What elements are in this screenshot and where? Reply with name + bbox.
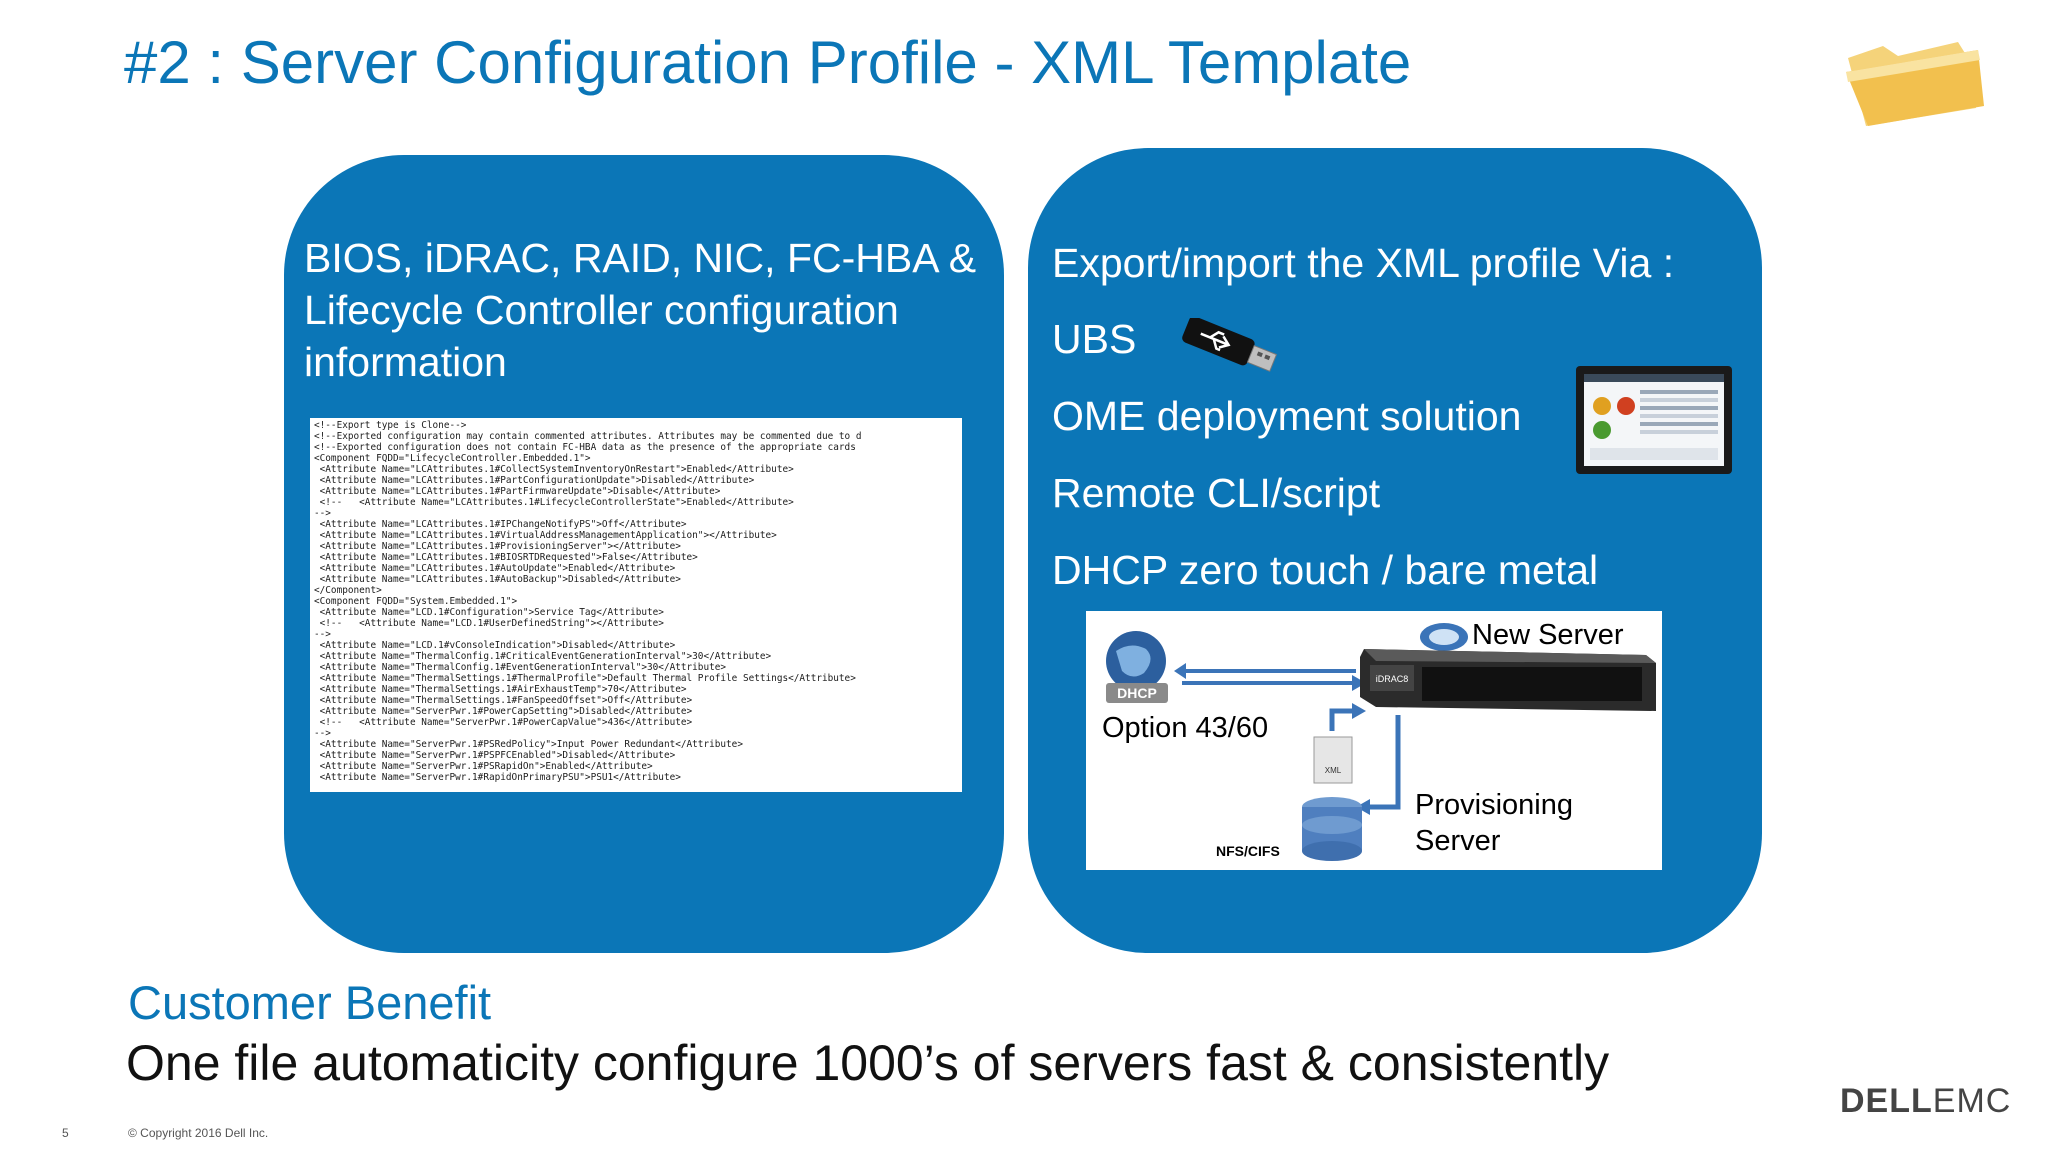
xml-line: --> <box>314 728 331 739</box>
xml-line: <Attribute Name="LCAttributes.1#AutoBack… <box>314 574 681 585</box>
xml-line: <!-- <Attribute Name="LCAttributes.1#Lif… <box>314 497 794 508</box>
dhcp-globe-icon <box>1106 631 1168 703</box>
logo-emc: EMC <box>1932 1082 2012 1120</box>
page-number: 5 <box>62 1126 69 1140</box>
xml-file-icon <box>1313 736 1353 784</box>
export-import-heading: Export/import the XML profile Via : <box>1052 240 1675 286</box>
option-dhcp: DHCP zero touch / bare metal <box>1052 547 1599 593</box>
cloud-icon <box>1420 623 1468 651</box>
xml-line: <Attribute Name="LCAttributes.1#BIOSRTDR… <box>314 552 698 563</box>
xml-line: <Attribute Name="LCD.1#Configuration">Se… <box>314 607 664 618</box>
new-server-label: New Server <box>1472 619 1624 651</box>
xml-line: <Attribute Name="LCAttributes.1#IPChange… <box>314 519 687 530</box>
xml-line: --> <box>314 508 331 519</box>
xml-file-label: XML <box>1325 766 1342 775</box>
xml-line: <Attribute Name="ServerPwr.1#PSRedPolicy… <box>314 739 743 750</box>
xml-line: <Attribute Name="LCAttributes.1#Provisio… <box>314 541 681 552</box>
xml-line: --> <box>314 629 331 640</box>
logo-dell: DELL <box>1840 1082 1933 1120</box>
xml-line: <Attribute Name="ServerPwr.1#PSPFCEnable… <box>314 750 676 761</box>
xml-line: <Component FQDD="LifecycleController.Emb… <box>314 453 591 464</box>
option-ome: OME deployment solution <box>1052 393 1522 439</box>
xml-line: <Attribute Name="LCAttributes.1#PartConf… <box>314 475 755 486</box>
dell-emc-logo: DELLEMC <box>1840 1082 2011 1121</box>
dhcp-provisioning-diagram: DHCP iDRAC8 XML New Server O <box>1086 611 1662 870</box>
xml-line: <Attribute Name="ThermalConfig.1#Critica… <box>314 651 772 662</box>
xml-line: <Attribute Name="ServerPwr.1#RapidOnPrim… <box>314 772 681 783</box>
xml-line: <Attribute Name="LCAttributes.1#AutoUpda… <box>314 563 676 574</box>
xml-line: <Attribute Name="LCAttributes.1#PartFirm… <box>314 486 721 497</box>
tablet-icon <box>1576 366 1732 474</box>
xml-line: <Component FQDD="System.Embedded.1"> <box>314 596 518 607</box>
copyright: © Copyright 2016 Dell Inc. <box>128 1126 269 1140</box>
xml-line: </Component> <box>314 585 382 596</box>
idrac-label: iDRAC8 <box>1376 674 1409 684</box>
xml-line: <Attribute Name="ThermalConfig.1#EventGe… <box>314 662 727 673</box>
left-panel-heading: BIOS, iDRAC, RAID, NIC, FC-HBA & Lifecyc… <box>304 235 977 385</box>
xml-line: <!--Exported configuration may contain c… <box>314 431 862 442</box>
xml-line: <Attribute Name="ServerPwr.1#PSRapidOn">… <box>314 761 653 772</box>
xml-line: <Attribute Name="LCAttributes.1#CollectS… <box>314 464 794 475</box>
xml-line: <!-- <Attribute Name="ServerPwr.1#PowerC… <box>314 717 693 728</box>
option-remote-cli: Remote CLI/script <box>1052 470 1381 516</box>
xml-line: <!-- <Attribute Name="LCD.1#UserDefinedS… <box>314 618 664 629</box>
xml-line: <!--Exported configuration does not cont… <box>314 442 856 453</box>
xml-line: <!--Export type is Clone--> <box>314 420 467 431</box>
usb-drive-icon <box>1182 318 1278 372</box>
provisioning-server-label: Provisioning Server <box>1415 789 1573 857</box>
customer-benefit-text: One file automaticity configure 1000’s o… <box>126 1035 1610 1091</box>
xml-line: <Attribute Name="LCD.1#vConsoleIndicatio… <box>314 640 676 651</box>
dhcp-badge-label: DHCP <box>1117 685 1157 701</box>
nfs-cifs-label: NFS/CIFS <box>1216 843 1280 859</box>
option-usb: UBS <box>1052 316 1137 362</box>
database-icon <box>1302 797 1362 861</box>
xml-line: <Attribute Name="ThermalSettings.1#FanSp… <box>314 695 693 706</box>
xml-line: <Attribute Name="ThermalSettings.1#AirEx… <box>314 684 687 695</box>
xml-line: <Attribute Name="LCAttributes.1#VirtualA… <box>314 530 777 541</box>
folder-icon <box>1846 42 1984 126</box>
server-icon <box>1360 649 1656 711</box>
xml-code-sample: <!--Export type is Clone--><!--Exported … <box>310 418 962 792</box>
slide-title: #2 : Server Configuration Profile - XML … <box>124 29 1412 96</box>
xml-line: <Attribute Name="ThermalSettings.1#Therm… <box>314 673 856 684</box>
option-43-60-label: Option 43/60 <box>1102 712 1269 744</box>
xml-line: <Attribute Name="ServerPwr.1#PowerCapSet… <box>314 706 693 717</box>
customer-benefit-heading: Customer Benefit <box>128 976 492 1029</box>
